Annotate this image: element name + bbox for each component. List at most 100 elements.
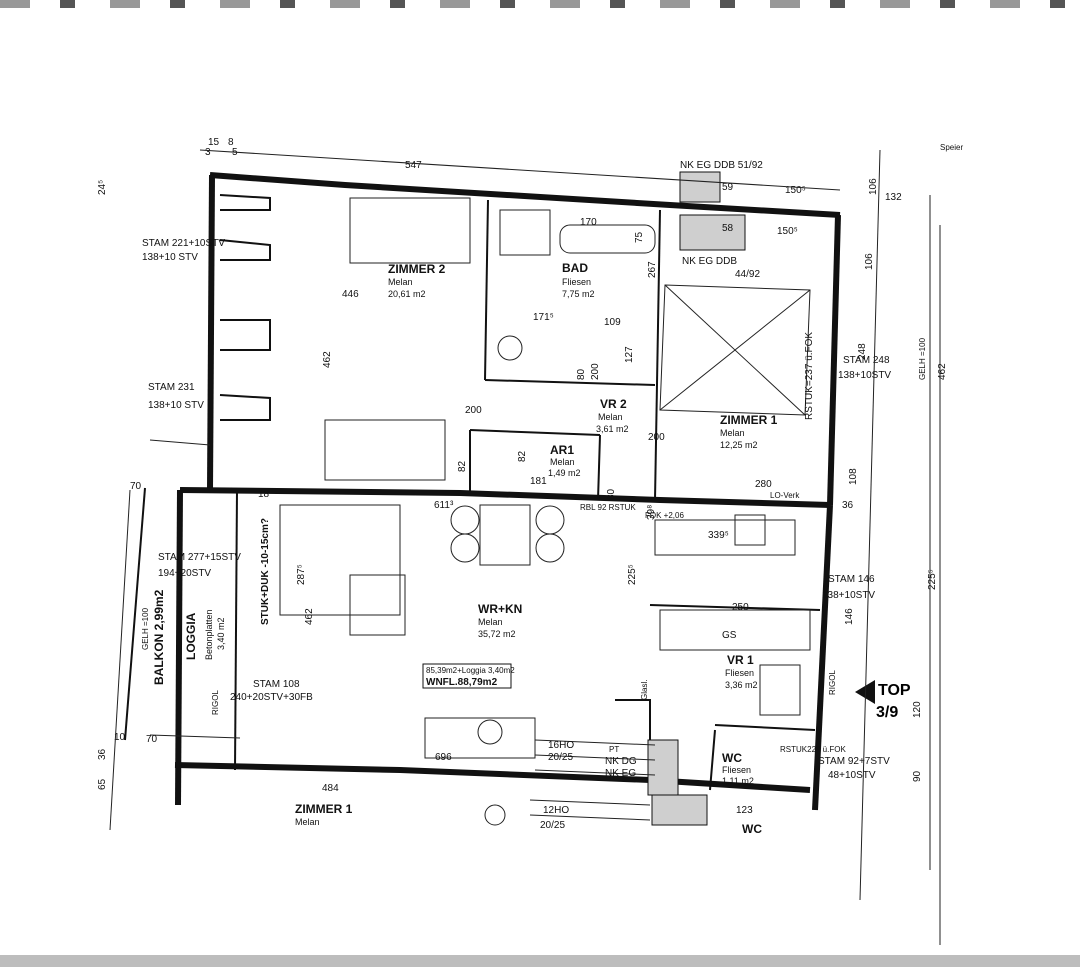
dim-label: 90 <box>912 770 923 782</box>
rigol-label: RIGOL <box>828 670 837 695</box>
dim-label: 484 <box>322 783 339 794</box>
dim-label: 287⁵ <box>296 564 307 585</box>
top-marker: TOP 3/9 <box>855 680 911 721</box>
room-name: LOGGIA <box>184 612 198 660</box>
chimney-blocks <box>647 171 746 826</box>
room-floor: Melan <box>478 617 503 627</box>
room-floor: Melan <box>720 428 745 438</box>
top-label: TOP <box>878 682 911 699</box>
dim-label: 181 <box>530 476 547 487</box>
dim-label: 3 <box>205 147 211 158</box>
dimension-lines <box>109 149 941 945</box>
summary-line2: WNFL.88,79m2 <box>426 677 498 688</box>
dim-label: 36 <box>97 748 108 760</box>
room-name: ZIMMER 2 <box>388 262 446 276</box>
room-name: BALKON 2,99m2 <box>152 589 166 685</box>
rbl-label: RBL 92 RSTUK <box>580 503 636 512</box>
room-floor: Fliesen <box>722 765 751 775</box>
room-area: 20,61 m2 <box>388 289 426 299</box>
dim-label: 106 <box>864 253 875 270</box>
room-wc-bottom: WC <box>742 822 762 836</box>
room-floor: Melan <box>388 277 413 287</box>
room-name: VR 2 <box>600 397 627 411</box>
room-area: 35,72 m2 <box>478 629 516 639</box>
dim-label: 250 <box>732 602 749 613</box>
room-wc: WC Fliesen 1,11 m2 <box>722 751 754 786</box>
rstuk-label: RSTUK224 ü.FOK <box>780 745 846 754</box>
dim-label: 446 <box>342 289 359 300</box>
furniture <box>279 197 811 826</box>
dim-label: 80 <box>606 488 617 500</box>
room-area: 1,11 m2 <box>722 776 754 786</box>
stam-label: 240+20STV+30FB <box>230 692 313 703</box>
room-name: WR+KN <box>478 602 522 616</box>
dim-label: 120 <box>912 701 923 718</box>
dim-label: 65 <box>97 778 108 790</box>
dim-label: 200 <box>648 432 665 443</box>
dim-label: 18 <box>258 489 270 500</box>
room-ar1: AR1 Melan 1,49 m2 <box>548 443 581 478</box>
area-summary: 85,39m2+Loggia 3,40m2 WNFL.88,79m2 <box>422 663 515 689</box>
dim-label: 280 <box>755 479 772 490</box>
stair-label: 20/25 <box>548 752 573 763</box>
dim-label: 70 <box>146 734 158 745</box>
nk-label: NK EG DDB <box>682 256 737 267</box>
room-floor: Fliesen <box>725 668 754 678</box>
stuk-duk-label: STUK+DUK -10-15cm? <box>260 518 271 625</box>
room-area: 3,61 m2 <box>596 424 629 434</box>
dim-label: 225⁵ <box>927 569 938 590</box>
dim-label: 146 <box>844 608 855 625</box>
rigol-label: RIGOL <box>211 690 220 715</box>
room-wrkn: WR+KN Melan 35,72 m2 <box>478 602 522 639</box>
dim-label: 108 <box>848 468 859 485</box>
room-area: 3,40 m2 <box>216 617 226 650</box>
room-name: VR 1 <box>727 653 754 667</box>
rbl-label: FOK +2,06 <box>645 511 684 520</box>
dim-label: 339⁵ <box>708 530 729 541</box>
stam-label: STAM 231 <box>148 382 195 393</box>
room-floor: Fliesen <box>562 277 591 287</box>
nk-label: 44/92 <box>735 269 760 280</box>
glasl-label: Glasl. <box>640 680 649 700</box>
stam-label: STAM 248 <box>843 355 890 366</box>
annotations: STAM 221+10STV 138+10 STV STAM 231 138+1… <box>141 143 963 831</box>
room-floor: Melan <box>550 457 575 467</box>
dim-label: 82 <box>517 450 528 462</box>
dim-label: 8 <box>228 137 234 148</box>
room-zimmer1-right: ZIMMER 1 Melan 12,25 m2 <box>720 413 778 450</box>
rstuk-label: RSTUK=237 ü.FOK <box>804 332 815 420</box>
speier-label: Speier <box>940 143 963 152</box>
stair-label: 16HO <box>548 740 574 751</box>
stair-label: 12HO <box>543 805 569 816</box>
dim-label: 267 <box>647 261 658 278</box>
arrow-left-icon <box>855 680 875 704</box>
dim-label: 58 <box>722 223 734 234</box>
dim-label: 15 <box>208 137 220 148</box>
stair-label: 20/25 <box>540 820 565 831</box>
room-area: 7,75 m2 <box>562 289 595 299</box>
stairs <box>529 739 656 821</box>
room-name: ZIMMER 1 <box>295 802 353 816</box>
room-zimmer1-bottom: ZIMMER 1 Melan <box>295 802 353 827</box>
dim-label: 611³ <box>434 500 454 511</box>
room-area: 12,25 m2 <box>720 440 758 450</box>
stam-label: 138+10STV <box>838 370 891 381</box>
stam-label: 194+20STV <box>158 568 211 579</box>
dim-label: 39⁸ <box>646 505 657 520</box>
nk-label: NK DG <box>605 756 637 767</box>
gelh-label: GELH =100 <box>141 607 150 650</box>
outer-walls <box>174 172 841 811</box>
room-loggia: LOGGIA Betonplatten 3,40 m2 <box>184 609 226 660</box>
room-zimmer2: ZIMMER 2 Melan 20,61 m2 <box>388 262 446 299</box>
inner-walls <box>124 194 821 791</box>
stam-label: STAM 277+15STV <box>158 552 241 563</box>
dim-label: 24⁵ <box>97 180 108 195</box>
stam-label: 138+10 STV <box>142 252 198 263</box>
stam-label: STAM 146 <box>828 574 875 585</box>
dim-label: 462 <box>322 351 333 368</box>
dim-label: 171⁵ <box>533 312 554 323</box>
stam-label: STAM 221+10STV <box>142 238 225 249</box>
room-bad: BAD Fliesen 7,75 m2 <box>562 261 595 299</box>
stam-label: 138+10STV <box>822 590 875 601</box>
